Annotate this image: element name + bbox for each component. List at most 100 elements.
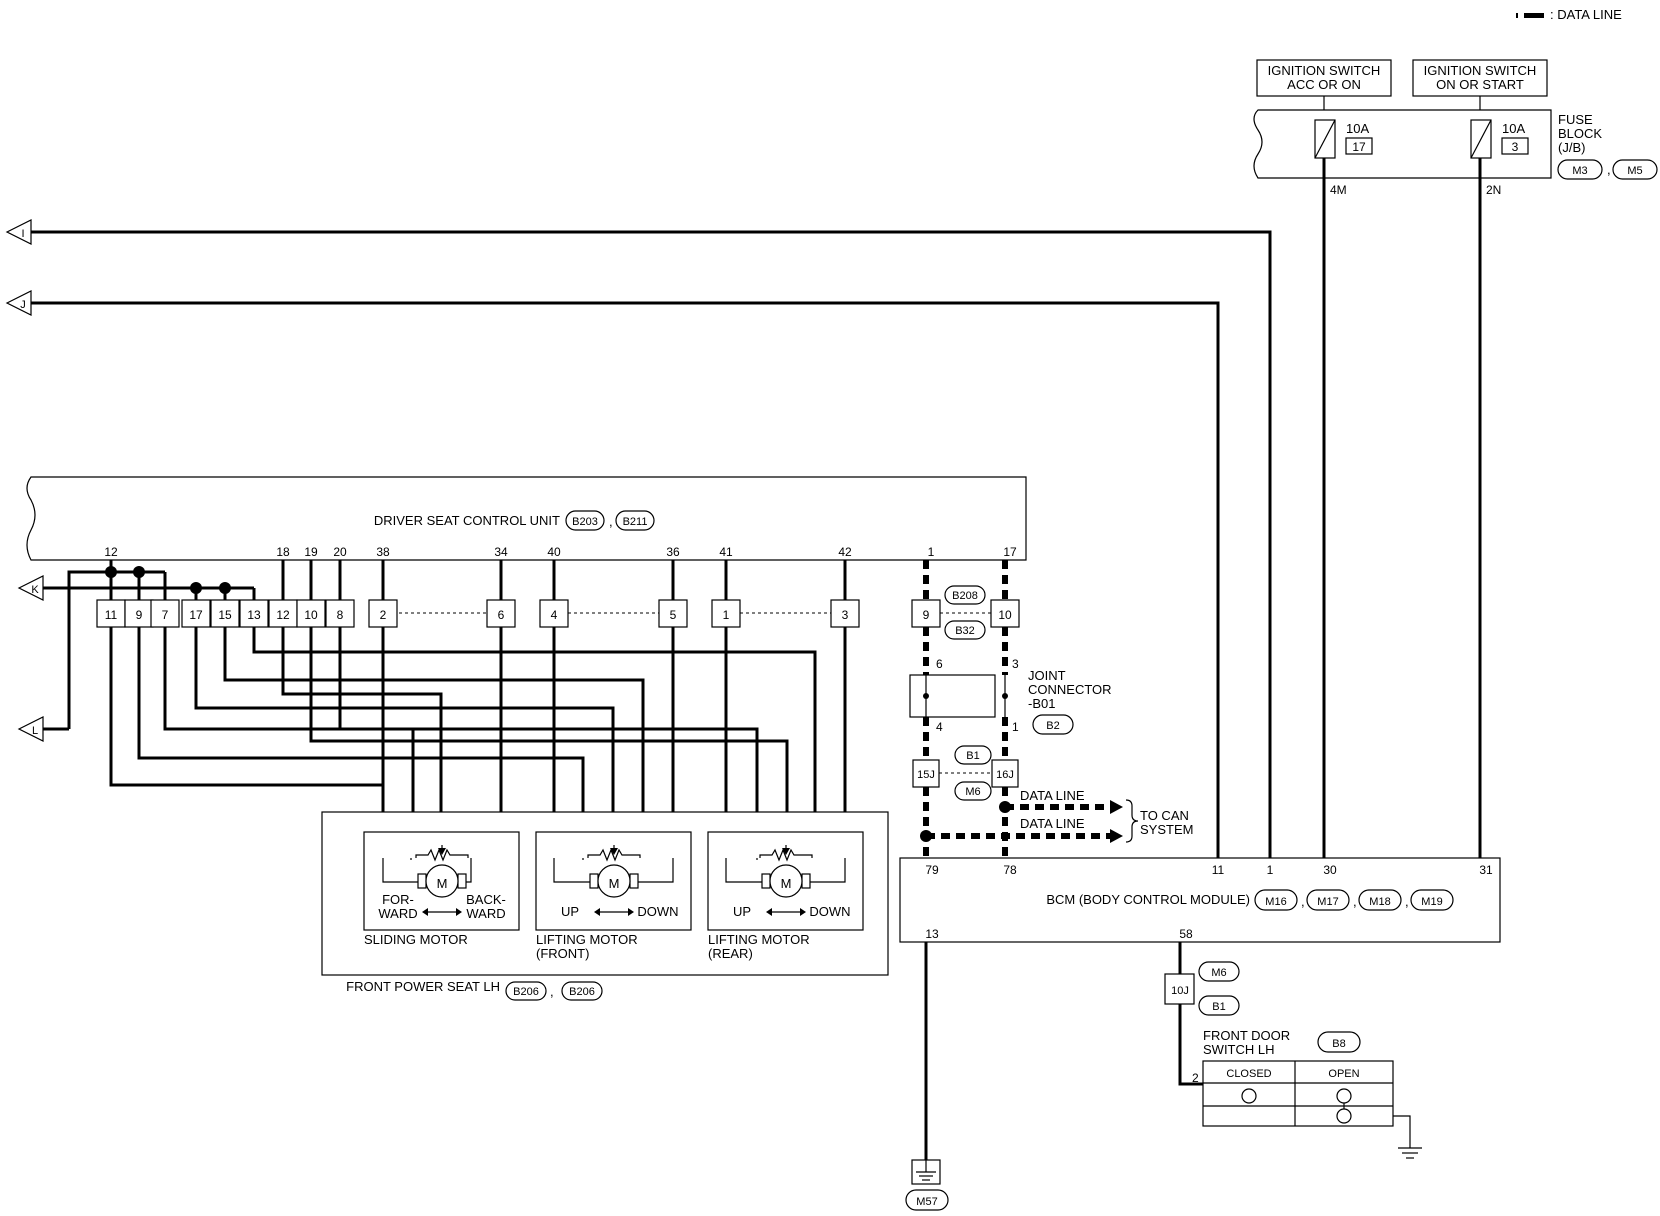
svg-text:BLOCK: BLOCK (1558, 126, 1602, 141)
svg-text:B206: B206 (569, 986, 595, 998)
harness-cell (96, 599, 126, 628)
svg-text:B1: B1 (966, 750, 979, 762)
fuse-17-number: 17 (1352, 140, 1366, 154)
svg-text:3: 3 (1012, 657, 1019, 671)
dscu-pin-label: 38 (376, 545, 390, 559)
harness-cell-label: 4 (551, 608, 558, 622)
motor-direction-left: FOR- (382, 892, 414, 907)
fuse-block: 10A 17 10A 3 4M 2N (1253, 109, 1552, 197)
motor-letter: M (609, 876, 620, 891)
svg-text:OPEN: OPEN (1328, 1068, 1359, 1080)
can-data-lines (920, 560, 1123, 858)
svg-text:,: , (609, 514, 613, 529)
potentiometer-symbol (759, 848, 813, 862)
bcm-top-pin: 1 (1267, 863, 1274, 877)
offpage-connector-i: I (5, 219, 32, 245)
front-power-seat-label: FRONT POWER SEAT LH B206 , B206 (346, 979, 603, 1001)
bcm-top-pin: 11 (1212, 863, 1225, 877)
svg-text:M5: M5 (1627, 165, 1642, 177)
data-line-legend-swatch (1516, 13, 1544, 18)
svg-text:DATA LINE: DATA LINE (1020, 788, 1085, 803)
svg-text:16J: 16J (996, 769, 1014, 781)
motor-symbol (425, 864, 459, 898)
fuse-pin-2n: 2N (1486, 183, 1501, 197)
motor-symbol (597, 864, 631, 898)
bcm-title: BCM (BODY CONTROL MODULE) (1046, 892, 1250, 907)
motor-direction-right: DOWN (637, 904, 678, 919)
svg-text:B203: B203 (572, 516, 598, 528)
connector-m6-b1-10j: 10J M6 B1 (1164, 961, 1240, 1016)
svg-text:B8: B8 (1332, 1038, 1345, 1050)
motor-name: LIFTING MOTOR (536, 932, 638, 947)
fuse-3-amps: 10A (1502, 121, 1525, 136)
harness-cell-label: 12 (276, 608, 290, 622)
motor-letter: M (437, 876, 448, 891)
svg-text:,: , (550, 984, 554, 999)
svg-text:,: , (1607, 162, 1611, 177)
harness-cell-label: 7 (162, 608, 169, 622)
svg-text:ACC OR ON: ACC OR ON (1287, 77, 1361, 92)
dscu-pin-label: 17 (1003, 545, 1017, 559)
harness-cell-label: 9 (923, 608, 930, 622)
harness-cell (150, 599, 180, 628)
motor-name: (FRONT) (536, 946, 589, 961)
motor-2: M UP DOWN LIFTING MOTOR(FRONT) (535, 831, 692, 961)
harness-cell (990, 599, 1020, 628)
fuse-17-amps: 10A (1346, 121, 1369, 136)
svg-text:B208: B208 (952, 590, 978, 602)
dscu-pin-label: 12 (104, 545, 118, 559)
ignition-switch-on: IGNITION SWITCH ON OR START (1412, 59, 1548, 97)
harness-cell-label: 17 (189, 608, 203, 622)
harness-cell (181, 599, 211, 628)
bcm-top-pin: 79 (925, 863, 939, 877)
ground-m57: M57 (905, 1159, 949, 1211)
svg-text:10J: 10J (1171, 985, 1189, 997)
svg-text:M6: M6 (965, 786, 980, 798)
wire-j-bcm11 (31, 301, 1220, 858)
svg-text:,: , (1353, 894, 1357, 909)
fuse-3-number: 3 (1512, 140, 1519, 154)
data-line-legend-label: : DATA LINE (1550, 7, 1622, 22)
harness-cell-label: 9 (136, 608, 143, 622)
svg-text:FRONT DOOR: FRONT DOOR (1203, 1028, 1290, 1043)
dscu-bus-wires (43, 560, 847, 731)
svg-text:(J/B): (J/B) (1558, 140, 1585, 155)
motor-direction-left: UP (561, 904, 579, 919)
dscu-pin-label: 40 (547, 545, 561, 559)
bcm-body-control-module: BCM (BODY CONTROL MODULE) M16 , M17 , M1… (899, 857, 1501, 943)
bcm-top-pin: 78 (1003, 863, 1017, 877)
bcm-bottom-pin: 58 (1179, 927, 1193, 941)
svg-text:B211: B211 (623, 516, 648, 528)
harness-cell (368, 599, 398, 628)
offpage-connector-k: K (17, 575, 44, 601)
svg-text:FRONT POWER SEAT LH: FRONT POWER SEAT LH (346, 979, 500, 994)
dscu-pin-label: 41 (719, 545, 733, 559)
svg-text:K: K (31, 584, 39, 596)
motor-direction-right: WARD (466, 906, 505, 921)
harness-connector-b208-b32: B208 B32 (940, 585, 991, 640)
svg-text:JOINT: JOINT (1028, 668, 1066, 683)
svg-text:1: 1 (1012, 720, 1019, 734)
svg-text:B1: B1 (1212, 1001, 1225, 1013)
svg-text:IGNITION SWITCH: IGNITION SWITCH (1268, 63, 1381, 78)
front-door-switch-lh: FRONT DOOR SWITCH LH B8 CLOSED OPEN 2 (1192, 1028, 1422, 1159)
harness-cell-label: 10 (998, 608, 1012, 622)
harness-cell-label: 5 (670, 608, 677, 622)
motor-name: LIFTING MOTOR (708, 932, 810, 947)
motor-name: SLIDING MOTOR (364, 932, 468, 947)
svg-text:M18: M18 (1369, 896, 1390, 908)
bcm-bottom-pin: 13 (925, 927, 939, 941)
legend: : DATA LINE (1516, 7, 1622, 22)
connector-b1-m6: B1 M6 15J 16J (912, 745, 1019, 801)
svg-text:,: , (1405, 894, 1409, 909)
motor-direction-left: WARD (378, 906, 417, 921)
svg-text:M57: M57 (916, 1196, 937, 1208)
harness-cell-label: 2 (380, 608, 387, 622)
data-line-labels: DATA LINE DATA LINE TO CAN SYSTEM (1020, 788, 1193, 843)
harness-cell (296, 599, 326, 628)
svg-text:L: L (32, 725, 38, 737)
motor-direction-left: UP (733, 904, 751, 919)
